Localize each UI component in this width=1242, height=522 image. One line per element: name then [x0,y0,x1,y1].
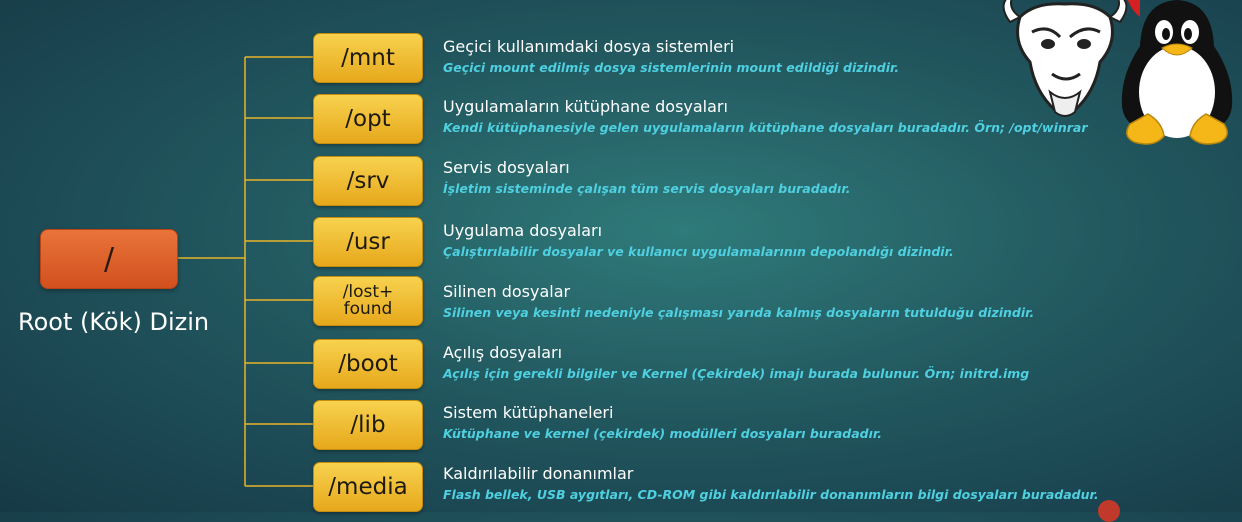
dir-title-lib: Sistem kütüphaneleri [443,403,614,422]
tux-penguin-icon [1121,0,1233,145]
dir-title-usr: Uygulama dosyaları [443,221,603,240]
gnu-logo-icon [1002,0,1140,117]
dir-box-lib: /lib [313,400,423,450]
dir-desc-lost-found: Silinen veya kesinti nedeniyle çalışması… [443,305,1035,320]
dir-box-usr: /usr [313,217,423,267]
dir-box-opt: /opt [313,94,423,144]
decorative-dot [1098,500,1120,522]
dir-box-mnt: /mnt [313,33,423,83]
dir-desc-mnt: Geçici mount edilmiş dosya sistemlerinin… [443,60,900,75]
dir-desc-boot: Açılış için gerekli bilgiler ve Kernel (… [443,366,1030,381]
dir-box-lost-found: /lost+ found [313,276,423,326]
dir-box-boot: /boot [313,339,423,389]
dir-title-opt: Uygulamaların kütüphane dosyaları [443,97,728,116]
dir-desc-usr: Çalıştırılabilir dosyalar ve kullanıcı u… [443,244,954,259]
dir-desc-lib: Kütüphane ve kernel (çekirdek) modülleri… [443,426,883,441]
root-caption: Root (Kök) Dizin [18,308,210,336]
dir-desc-media: Flash bellek, USB aygıtları, CD-ROM gibi… [443,487,1099,502]
dir-title-media: Kaldırılabilir donanımlar [443,464,634,483]
dir-box-media: /media [313,462,423,512]
dir-title-mnt: Geçici kullanımdaki dosya sistemleri [443,37,735,56]
dir-title-boot: Açılış dosyaları [443,343,563,362]
dir-box-srv: /srv [313,156,423,206]
dir-title-srv: Servis dosyaları [443,158,570,177]
dir-title-lost-found: Silinen dosyalar [443,282,571,301]
dir-desc-srv: İşletim sisteminde çalışan tüm servis do… [443,181,851,196]
dir-desc-opt: Kendi kütüphanesiyle gelen uygulamaların… [443,120,1088,135]
root-directory-box: / [40,229,178,289]
